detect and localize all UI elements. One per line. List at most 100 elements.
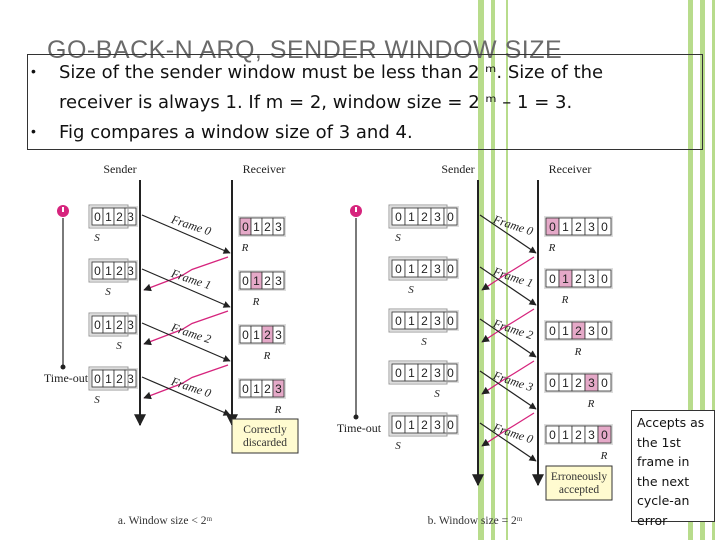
- note-line: Accepts as: [637, 415, 705, 430]
- lost-ack-arrow: [481, 308, 535, 343]
- sender-window-cell-label: 1: [408, 314, 415, 328]
- s-pointer: S: [395, 440, 401, 452]
- sender-window-cell-label: 1: [408, 262, 415, 276]
- decor-bar: [688, 0, 693, 540]
- sender-window-cell-label: 3: [127, 318, 134, 332]
- frame-arrow: [479, 422, 537, 462]
- receiver-window-cell-label: 0: [242, 328, 249, 342]
- receiver-window-cell-label: 1: [562, 376, 569, 390]
- sender-window-cell: [124, 315, 137, 334]
- sender-window-cell-label: 3: [127, 210, 134, 224]
- receiver-window-cell-label: 2: [575, 272, 582, 286]
- sender-window-cell-label: 1: [408, 210, 415, 224]
- receiver-window-cell: [272, 325, 285, 344]
- sender-window-outline: [388, 308, 448, 333]
- frame-arrow: [479, 214, 537, 254]
- receiver-window-cell-label: 3: [275, 382, 282, 396]
- sender-window-cell: [124, 261, 137, 280]
- lost-ack-arrow: [481, 256, 535, 291]
- sender-window-cell-label: 1: [408, 418, 415, 432]
- s-pointer: S: [94, 232, 100, 244]
- receiver-window-cell-label: 0: [549, 428, 556, 442]
- receiver-window-cell-label: 0: [601, 272, 608, 286]
- receiver-window-cell-label: 2: [575, 220, 582, 234]
- note-line: error: [637, 512, 668, 528]
- sender-window-outline: [88, 366, 129, 391]
- r-pointer: R: [600, 450, 608, 462]
- receiver-window-cell-label: 3: [275, 328, 282, 342]
- frame-label: Frame 1: [491, 264, 535, 290]
- decor-bar: [491, 0, 495, 540]
- receiver-window-cell-label: 2: [575, 376, 582, 390]
- frame-arrow: [141, 322, 231, 362]
- s-pointer: S: [434, 388, 440, 400]
- timer-icon-hand: [62, 207, 64, 212]
- frame-arrow: [479, 370, 537, 410]
- receiver-window-cell-label: 2: [264, 220, 271, 234]
- sender-window-outline: [388, 204, 448, 229]
- decor-bar: [700, 0, 705, 540]
- receiver-window-cell: [272, 217, 285, 236]
- sender-window-cell-label: 1: [105, 210, 112, 224]
- result-label: discarded: [243, 437, 287, 449]
- lost-ack-arrow: [143, 256, 229, 292]
- receiver-window-cell-label: 0: [242, 220, 249, 234]
- timeout-label: Time-out: [44, 371, 89, 385]
- sender-window-cell-label: 0: [94, 372, 101, 386]
- sender-window-cell-label: 2: [421, 262, 428, 276]
- s-pointer: S: [105, 286, 111, 298]
- receiver-window-cell: [272, 379, 285, 398]
- decor-bar: [506, 0, 508, 540]
- sender-label: Sender: [103, 162, 136, 176]
- sender-window-outline: [388, 412, 448, 437]
- receiver-window-cell-label: 3: [275, 220, 282, 234]
- note-line: cycle-an: [637, 493, 690, 508]
- decor-bar: [478, 0, 484, 540]
- sender-window-outline: [88, 258, 129, 283]
- receiver-window-cell: [597, 373, 612, 392]
- frame-arrow: [141, 376, 231, 416]
- s-pointer: S: [408, 284, 414, 296]
- s-pointer: S: [395, 232, 401, 244]
- sender-window-cell-label: 2: [116, 318, 123, 332]
- receiver-window-cell-label: 1: [562, 272, 569, 286]
- sender-window-cell-label: 3: [127, 264, 134, 278]
- s-pointer: S: [94, 394, 100, 406]
- receiver-window-cell-label: 3: [588, 428, 595, 442]
- bullet-dot: •: [31, 123, 36, 139]
- receiver-window-cell-label: 3: [588, 272, 595, 286]
- result-label: accepted: [559, 484, 599, 496]
- receiver-window-cell-label: 3: [588, 376, 595, 390]
- receiver-window-cell-label: 0: [601, 376, 608, 390]
- receiver-window-cell-label: 0: [601, 324, 608, 338]
- bullet-dot: •: [31, 63, 36, 79]
- receiver-window-cell: [597, 217, 612, 236]
- lost-ack-arrow: [481, 412, 535, 447]
- frame-arrow: [141, 214, 231, 254]
- sender-window-outline: [388, 360, 448, 385]
- receiver-window-cell-label: 0: [549, 324, 556, 338]
- note-line: the 1st: [637, 434, 681, 450]
- sender-window-cell-label: 3: [127, 372, 134, 386]
- receiver-label: Receiver: [549, 162, 592, 176]
- sender-window-cell-label: 0: [395, 366, 402, 380]
- result-label: Erroneously: [551, 471, 607, 483]
- sender-window-cell-label: 2: [421, 314, 428, 328]
- frame-label: Frame 2: [491, 316, 535, 342]
- receiver-window-cell-label: 0: [601, 220, 608, 234]
- sender-window-cell-label: 2: [421, 210, 428, 224]
- r-pointer: R: [574, 346, 582, 358]
- r-pointer: R: [587, 398, 595, 410]
- receiver-window-cell-label: 0: [242, 382, 249, 396]
- sender-window-cell-label: 0: [94, 264, 101, 278]
- r-pointer: R: [252, 296, 260, 308]
- receiver-window-cell-label: 0: [549, 272, 556, 286]
- note-line: the next: [637, 473, 690, 489]
- sender-window-cell-label: 0: [447, 314, 454, 328]
- receiver-window-cell: [597, 269, 612, 288]
- sender-window-cell-label: 3: [434, 366, 441, 380]
- timer-end: [353, 414, 359, 420]
- sender-window-cell-label: 2: [421, 418, 428, 432]
- receiver-window-cell-label: 0: [549, 376, 556, 390]
